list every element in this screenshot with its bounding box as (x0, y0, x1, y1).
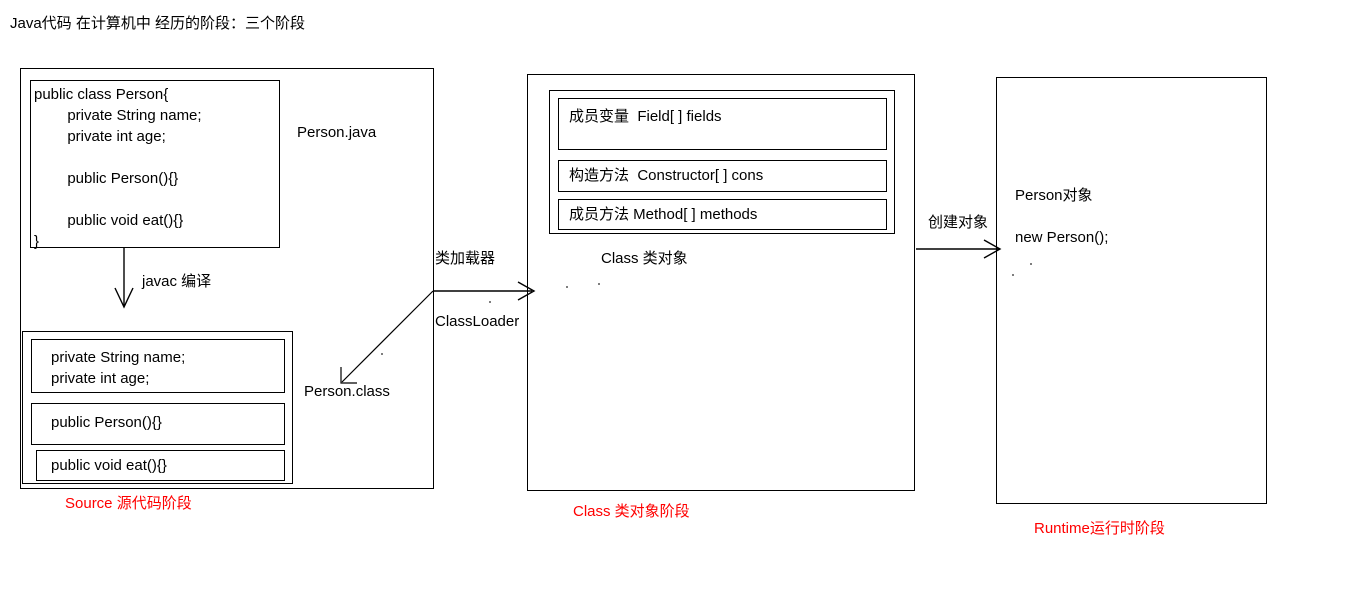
class-object-box (549, 90, 895, 234)
compiled-member-constructor-text: public Person(){} (51, 414, 162, 431)
class-row-fields-text: 成员变量 Field[ ] fields (569, 108, 722, 125)
compiled-member-fields-cell (31, 339, 285, 393)
class-stage-caption: Class 类对象阶段 (573, 503, 690, 520)
decorative-dot-mid-1 (489, 301, 491, 303)
javac-compile-label: javac 编译 (142, 273, 212, 290)
classloader-label-en: ClassLoader (435, 313, 520, 330)
decorative-dot-mid-3 (598, 283, 600, 285)
decorative-dot-runtime-2 (1012, 274, 1014, 276)
person-java-filename-label: Person.java (297, 124, 377, 141)
class-object-caption: Class 类对象 (601, 250, 688, 267)
class-row-constructors-cell (558, 160, 887, 192)
decorative-dot-left-1 (381, 353, 383, 355)
runtime-code-label: new Person(); (1015, 229, 1109, 246)
class-row-methods-text: 成员方法 Method[ ] methods (569, 206, 758, 223)
decorative-dot-runtime-1 (1030, 263, 1032, 265)
class-row-constructors-text: 构造方法 Constructor[ ] cons (569, 167, 764, 184)
compiled-member-constructor-cell (31, 403, 285, 445)
class-row-fields-cell (558, 98, 887, 150)
runtime-stage-caption: Runtime运行时阶段 (1034, 520, 1165, 537)
person-class-filename-label: Person.class (304, 383, 390, 400)
classloader-arrow (433, 281, 536, 301)
compiled-members-box (22, 331, 293, 484)
compiled-member-fields-text: private String name; private int age; (51, 349, 186, 387)
page-title: Java代码 在计算机中 经历的阶段：三个阶段 (10, 15, 306, 32)
source-stage-container (20, 68, 434, 489)
person-java-code-box (30, 80, 280, 248)
classloader-label-cn: 类加载器 (435, 250, 496, 267)
class-row-methods-cell (558, 199, 887, 230)
person-java-code-text: public class Person{ private String name… (34, 86, 202, 250)
create-object-label: 创建对象 (928, 214, 989, 231)
create-object-arrow (916, 239, 1002, 259)
source-stage-caption: Source 源代码阶段 (65, 495, 192, 512)
runtime-stage-container (996, 77, 1267, 504)
runtime-object-label: Person对象 (1015, 187, 1093, 204)
decorative-dot-mid-2 (566, 286, 568, 288)
compiled-member-method-cell (36, 450, 285, 481)
compiled-member-method-text: public void eat(){} (51, 457, 167, 474)
